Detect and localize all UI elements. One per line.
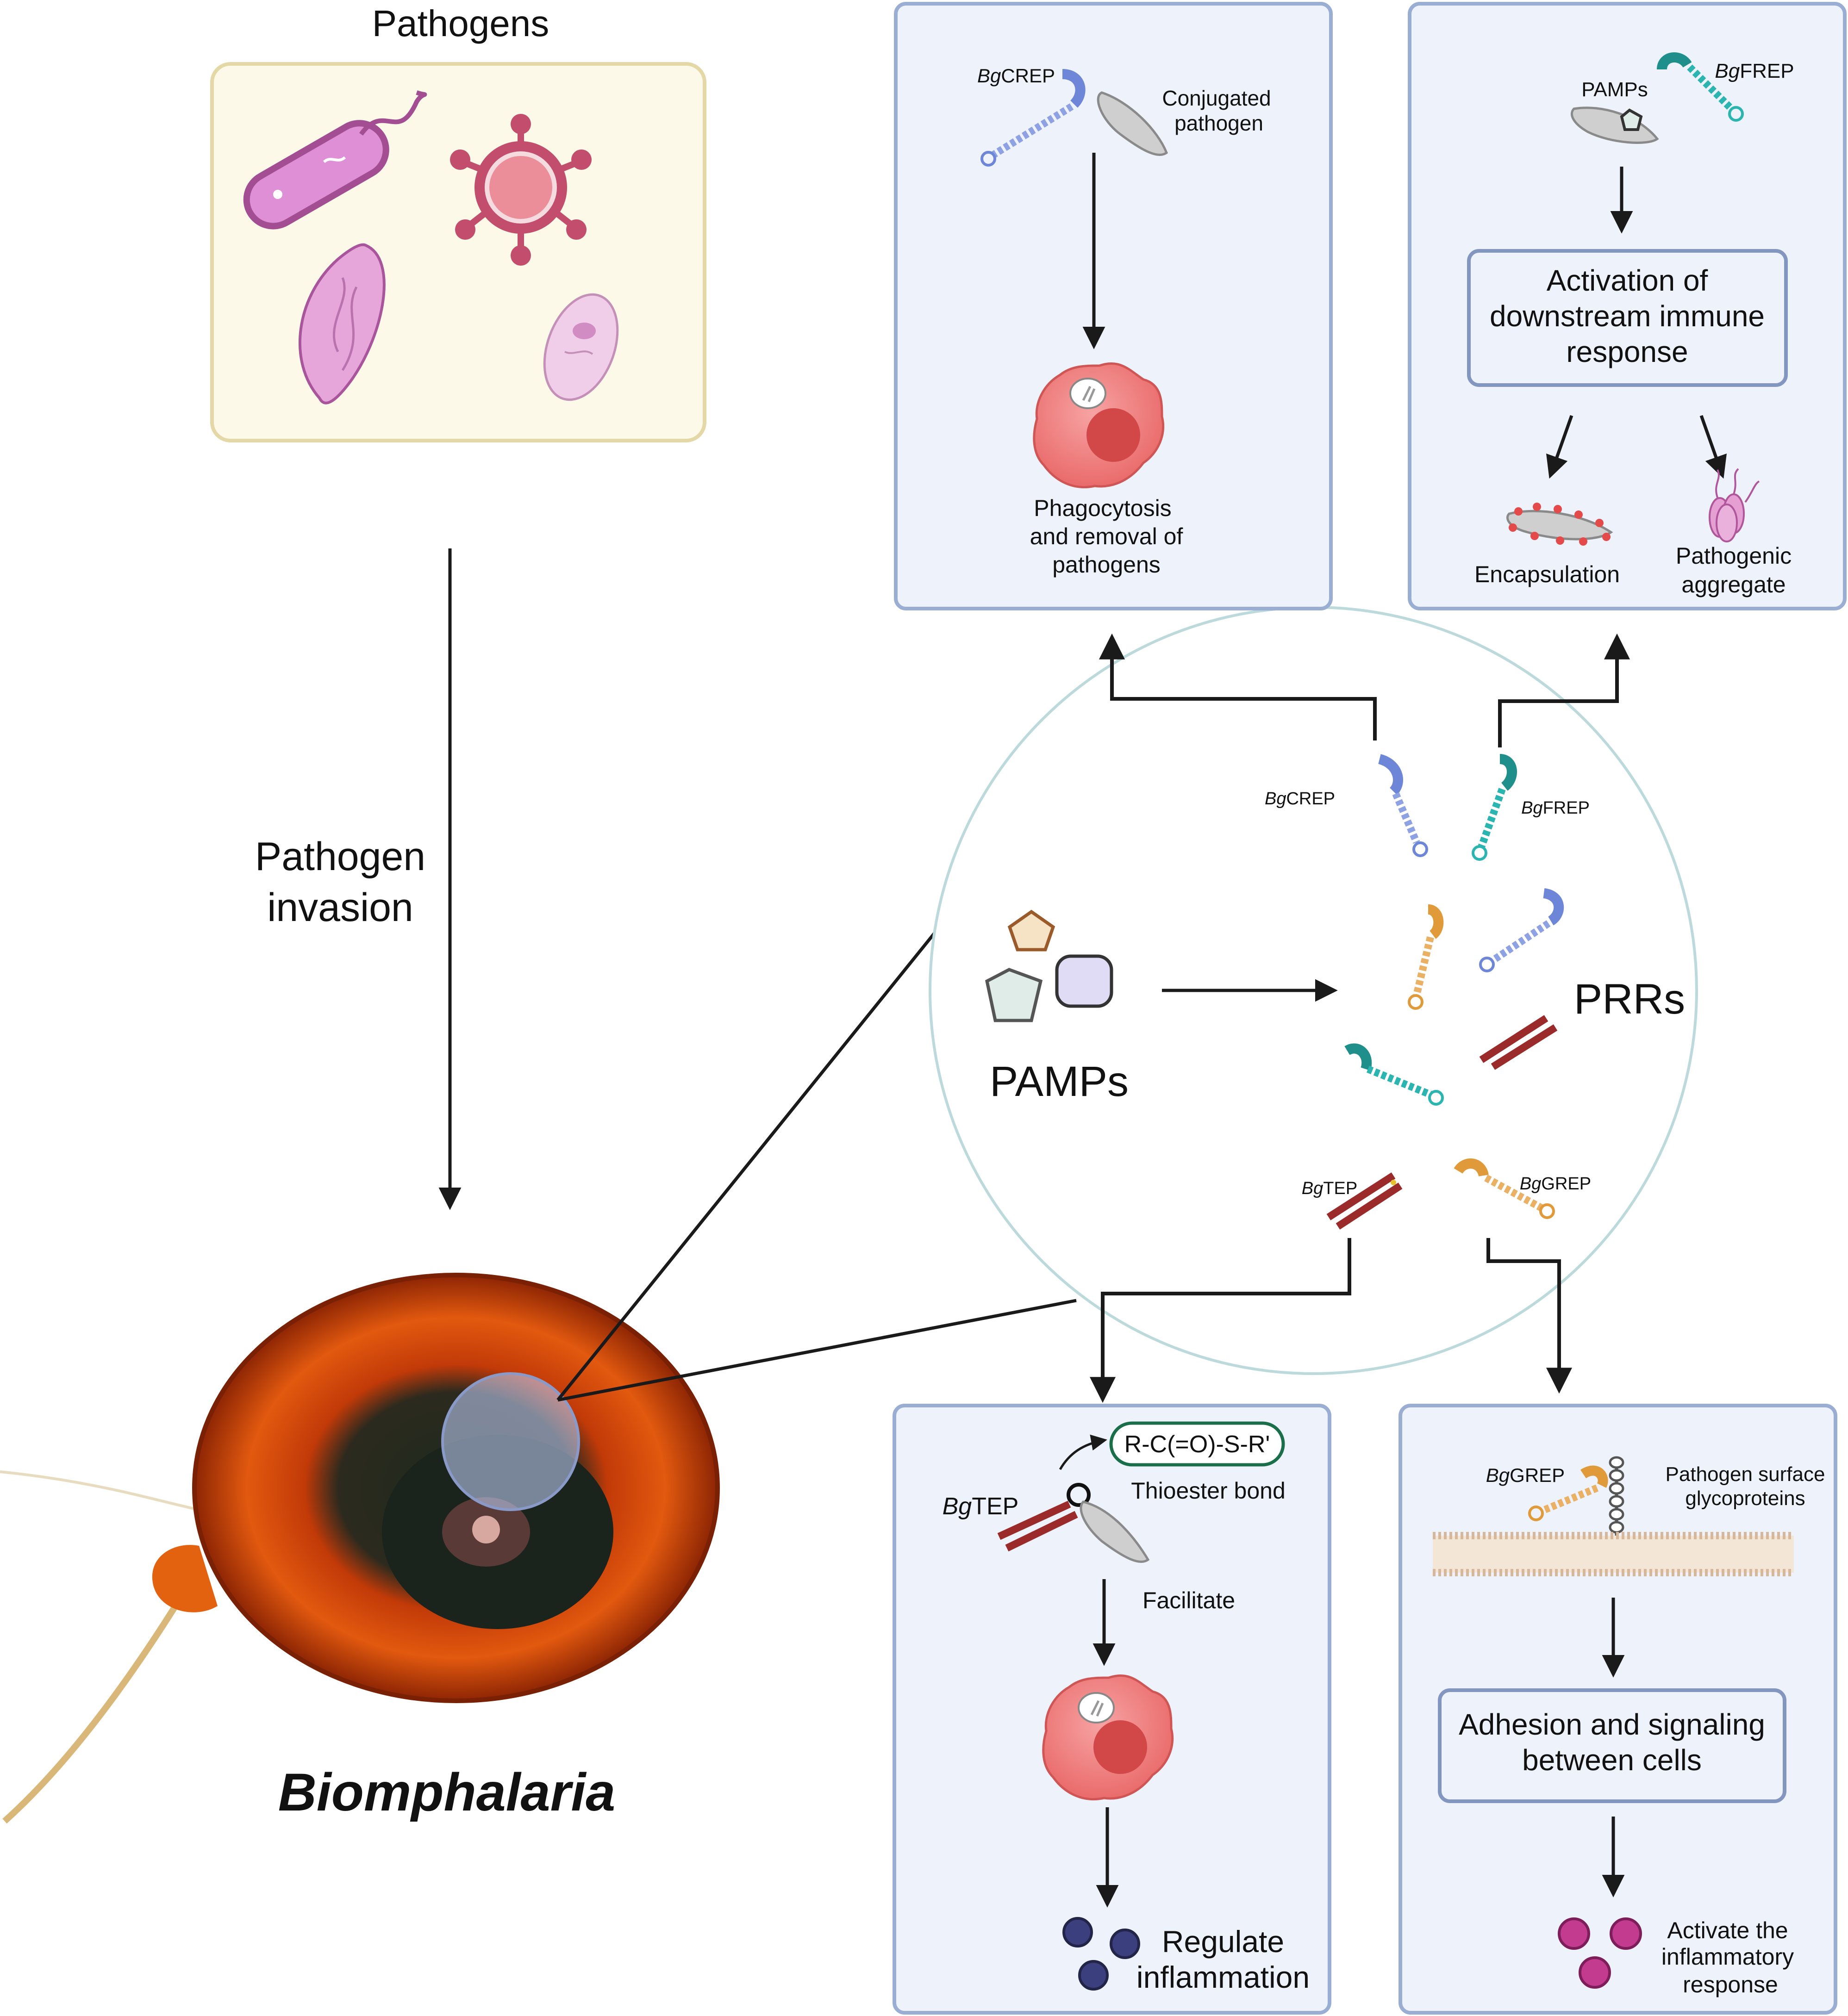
frep-receptor-free-icon [1344,1043,1444,1106]
zoom-line-bottom [557,1299,1077,1402]
facilitate-label: Facilitate [1143,1587,1235,1613]
aggregate-label-1: Pathogenic [1676,543,1792,569]
formula-pointer-arrow [1059,1434,1107,1470]
pathogen-invasion-label-1: Pathogen [255,834,425,879]
snail-photo: Biomphalaria [0,1273,720,1824]
panel-crep: BgCREP Conjugated pathogen Phagocytosis … [894,2,1333,610]
tep-receptor-icon [1326,1172,1403,1230]
panel-grep: BgGREP Pathogen surface glycoproteins Ad… [1398,1404,1837,2015]
crep-receptor-free-icon [1479,888,1564,972]
bacterium-icon [243,90,427,230]
inflammatory-label-1: Activate the [1667,1917,1788,1943]
activation-box [1467,249,1788,387]
pathogens-title: Pathogens [372,3,549,44]
adhesion-label-1: Adhesion and signaling [1459,1708,1765,1741]
miracidium-icon [298,243,386,404]
zoom-circle: PAMPs PRRs BgCREP BgFREP [929,606,1698,1375]
panel-crep-receptor-label: BgCREP [977,65,1055,87]
inflammatory-label-3: response [1683,1972,1778,1997]
glycoprotein-label-1: Pathogen surface [1666,1463,1825,1486]
tep-receptor-free-icon [1479,1015,1558,1070]
crep-receptor-icon [980,69,1086,167]
circle-crep-label: BgCREP [1265,789,1335,809]
phagocytosis-label-3: pathogens [1052,552,1161,578]
inflammatory-label-2: inflammatory [1661,1944,1794,1970]
pathogenic-aggregate-icon [1709,468,1760,542]
circle-grep-label: BgGREP [1520,1174,1591,1194]
activation-label-2: downstream immune [1490,299,1765,333]
panel-tep: R-C(=O)-S-R' Thioester bond BgTEP Facili… [893,1404,1331,2015]
virus-icon [450,114,592,266]
regulate-label-1: Regulate [1162,1924,1284,1959]
crep-receptor-icon [1378,754,1428,857]
grep-receptor-free-icon [1408,904,1444,1010]
formula-text: R-C(=O)-S-R' [1124,1431,1270,1458]
grep-receptor-icon [1528,1465,1608,1521]
encapsulated-pathogen-icon [1506,503,1613,546]
cell-membrane-icon [1433,1532,1794,1576]
pathogen-with-pamp-icon [1571,106,1659,144]
pamps-shapes [985,909,1113,1022]
encapsulation-arrow [1546,415,1573,479]
frep-receptor-icon [1657,52,1744,122]
grep-receptor-icon [1454,1158,1555,1219]
pathogen-invasion-label-2: invasion [267,885,413,930]
tep-bound-pathogen-icon [997,1483,1150,1563]
activation-label-3: response [1566,335,1688,368]
circle-frep-label: BgFREP [1521,798,1590,818]
phagocyte-icon [1042,1674,1174,1801]
panel-frep-receptor-label: BgFREP [1715,60,1794,82]
pathogen-invasion-arrow: Pathogen invasion [255,548,462,1210]
pathogens-section: Pathogens [210,3,706,442]
panel-grep-receptor-label: BgGREP [1486,1464,1565,1486]
formula-box [1109,1421,1285,1467]
panel-tep-receptor-label: BgTEP [943,1493,1019,1520]
crep-to-panel-arrow [1099,633,1377,740]
phagocyte-icon [1033,362,1165,489]
prrs-label: PRRs [1574,976,1685,1023]
regulate-label-2: inflammation [1136,1960,1310,1994]
tep-to-panel-arrow [1090,1238,1351,1403]
activation-label-1: Activation of [1547,264,1708,297]
zoom-line-top [556,930,937,1401]
adhesion-box [1438,1688,1786,1803]
conjugated-pathogen-icon [1097,91,1168,156]
grep-to-panel-arrow [1486,1238,1572,1394]
circle-tep-label: BgTEP [1302,1179,1357,1198]
phagocytosis-label-2: and removal of [1030,523,1183,549]
pathogens-box [210,62,706,442]
inflammatory-cell-icon [1558,1917,1642,1989]
conjugated-pathogen-label-1: Conjugated [1162,86,1271,110]
phagocytosis-label-1: Phagocytosis [1034,495,1171,521]
adhesion-label-2: between cells [1522,1743,1702,1777]
snail-name: Biomphalaria [278,1763,616,1822]
pamps-label: PAMPs [990,1058,1129,1105]
frep-receptor-icon [1472,754,1517,861]
ciliate-icon [543,293,619,401]
panel-frep-pamps-label: PAMPs [1581,78,1648,101]
encapsulation-label: Encapsulation [1474,561,1620,587]
cytokine-icon [1062,1917,1140,1991]
glycoprotein-label-2: glycoproteins [1685,1487,1805,1510]
aggregate-label-2: aggregate [1681,572,1786,597]
aggregate-arrow [1699,415,1727,479]
frep-to-panel-arrow [1498,633,1630,747]
conjugated-pathogen-label-2: pathogen [1174,111,1263,135]
thioester-label: Thioester bond [1131,1478,1286,1504]
panel-frep: PAMPs BgFREP Activation of downstream im… [1408,2,1847,610]
